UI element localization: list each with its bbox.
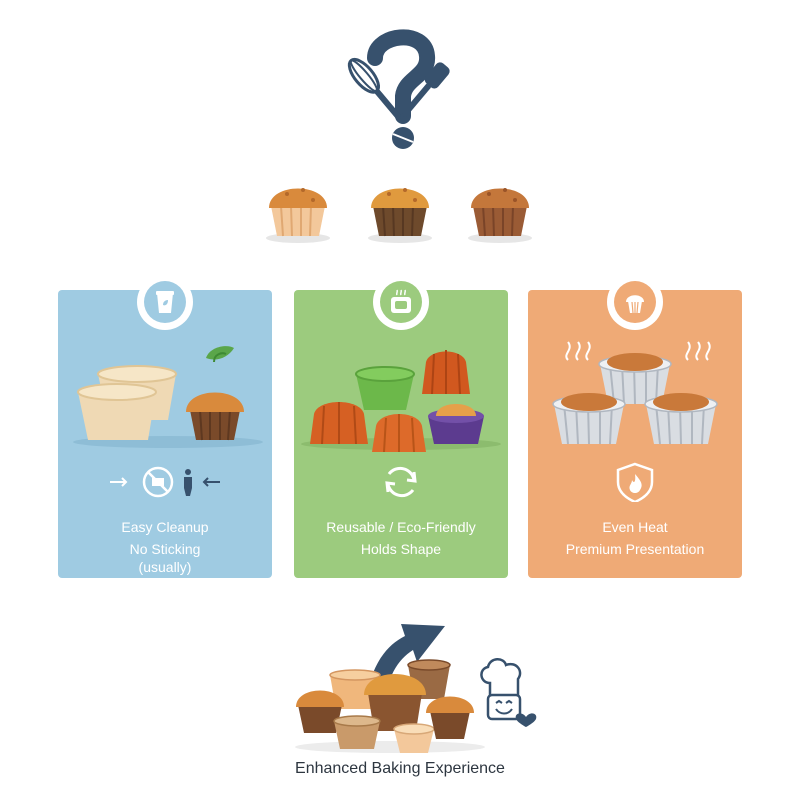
flame-shield-icon bbox=[616, 462, 654, 502]
paper-liner-muffin-icon bbox=[266, 188, 330, 243]
panel-line: Even Heat bbox=[602, 519, 668, 535]
panel-line: (usually) bbox=[138, 559, 192, 575]
no-stick-icon bbox=[110, 466, 220, 498]
paper-liners-panel: Easy Cleanup No Sticking (usually) bbox=[58, 274, 272, 578]
panel-line: Holds Shape bbox=[360, 541, 442, 557]
silicone-cups-panel: Reusable / Eco-Friendly Holds Shape bbox=[294, 274, 508, 578]
oven-icon bbox=[373, 274, 429, 330]
paper-cup-icon bbox=[137, 274, 193, 330]
paper-liners-and-muffin-illustration bbox=[73, 346, 263, 448]
muffin-group-with-chef-icon bbox=[295, 658, 537, 753]
silicone-molds-illustration bbox=[301, 350, 501, 453]
panel-line: Reusable / Eco-Friendly bbox=[326, 519, 476, 535]
panel-line: Easy Cleanup bbox=[121, 519, 209, 535]
foil-cups-panel: Even Heat Premium Presentation bbox=[528, 274, 742, 578]
foil-cups-muffins-illustration bbox=[552, 341, 718, 445]
dark-liner-muffin-icon bbox=[368, 188, 432, 243]
muffin-badge-icon bbox=[607, 274, 663, 330]
question-mark-with-baking-tools-icon bbox=[347, 29, 450, 149]
recycle-icon bbox=[385, 466, 417, 498]
brown-liner-muffin-icon bbox=[468, 188, 532, 243]
footer-caption: Enhanced Baking Experience bbox=[295, 760, 505, 777]
panel-line: No Sticking bbox=[129, 541, 201, 557]
panel-line: Premium Presentation bbox=[565, 541, 705, 557]
